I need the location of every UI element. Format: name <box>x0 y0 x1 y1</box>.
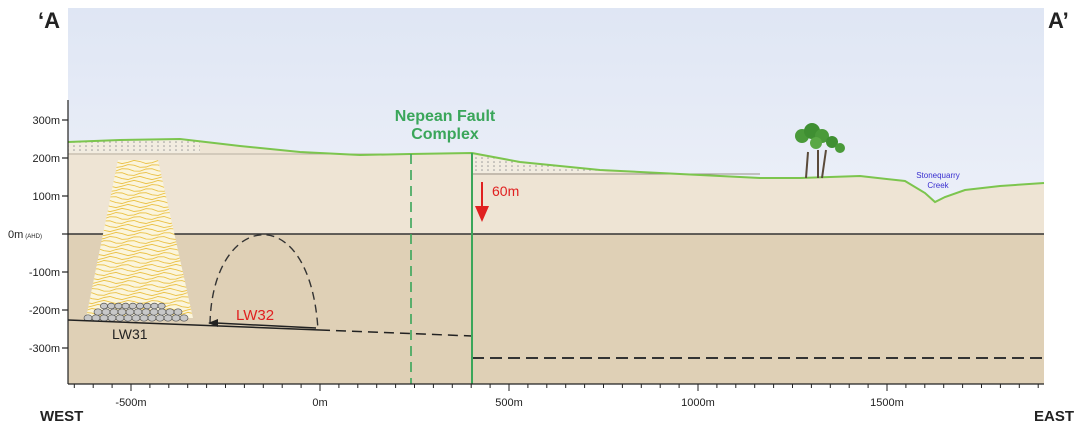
coal-seam-line <box>67 319 321 331</box>
y-tick-label: 300m <box>32 115 60 127</box>
x-tick-label: 1000m <box>681 397 715 409</box>
y-tick-label: 0m(AHD) <box>8 229 42 241</box>
x-tick-label: 0m <box>312 397 327 409</box>
coal-seam-dashed <box>319 329 473 337</box>
ground-lower <box>68 234 1044 384</box>
fault-title-line1: Nepean Fault <box>395 108 496 125</box>
lw31-goaf-rubble <box>83 302 189 322</box>
y-tick-label: 100m <box>32 191 60 203</box>
distance-axis: -500m 0m 500m 1000m 1500m <box>73 384 1039 409</box>
y-tick-label: -300m <box>29 343 60 355</box>
ground-surface-line <box>67 137 1045 204</box>
lw32-label: LW32 <box>236 307 274 324</box>
creek-label-line2: Creek <box>927 181 949 190</box>
x-tick-label: 1500m <box>870 397 904 409</box>
ground-upper <box>68 139 1044 234</box>
lw32-fracture-arch <box>209 234 319 331</box>
x-tick-label: -500m <box>115 397 146 409</box>
section-start-label: ‘A <box>38 8 60 33</box>
y-tick-label: -100m <box>29 267 60 279</box>
y-tick-label: -200m <box>29 305 60 317</box>
x-tick-label: 500m <box>495 397 523 409</box>
creek-label-line1: Stonequarry <box>916 171 960 180</box>
y-tick-label: 200m <box>32 153 60 165</box>
tree-icon <box>795 123 845 179</box>
section-end-label: A’ <box>1048 8 1069 33</box>
sediment-layer-west <box>68 139 200 153</box>
west-label: WEST <box>40 408 84 425</box>
fault-title-line2: Complex <box>411 126 479 143</box>
lw32-extraction-arrow <box>215 322 317 329</box>
elevation-axis: 300m 200m 100m 0m(AHD) -100m -200m -300m <box>8 115 68 355</box>
displacement-label: 60m <box>492 183 519 199</box>
east-label: EAST <box>1034 408 1075 425</box>
lw32-arrowhead <box>208 319 218 327</box>
displacement-arrow-head <box>475 206 489 222</box>
lw31-label: LW31 <box>112 326 148 342</box>
